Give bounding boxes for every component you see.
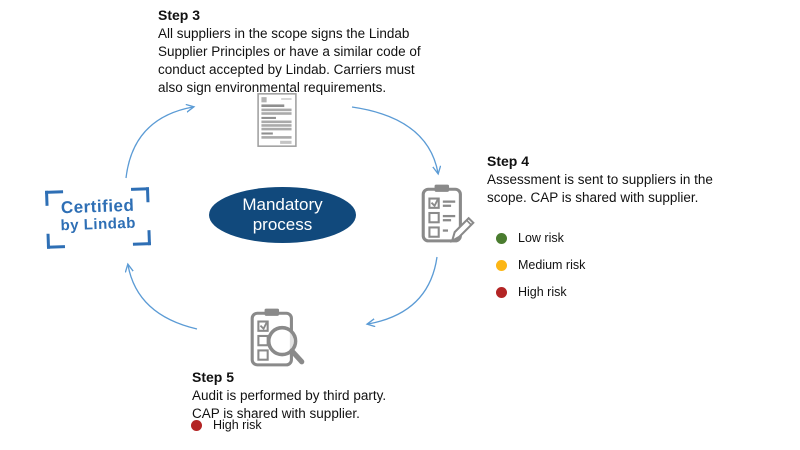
legend-row-medium-risk: Medium risk xyxy=(496,258,586,272)
high-risk-dot-icon xyxy=(191,419,202,431)
legend-label: Low risk xyxy=(518,231,564,245)
step3-block: Step 3 All suppliers in the scope signs … xyxy=(158,6,458,97)
high-risk-dot-icon xyxy=(496,286,507,298)
audit-magnifier-icon xyxy=(248,305,308,374)
signed-document-icon xyxy=(257,93,297,152)
legend-label: High risk xyxy=(213,418,262,432)
step3-title: Step 3 xyxy=(158,7,201,23)
stamp-corner-icon xyxy=(46,233,66,249)
arrow-audit-to-logo xyxy=(128,265,198,330)
step5-block: Step 5 Audit is performed by third party… xyxy=(192,368,452,423)
stamp-corner-icon xyxy=(132,230,151,246)
arrow-document-to-checklist xyxy=(351,106,438,173)
legend-label: High risk xyxy=(518,285,567,299)
risk-legend: Low risk Medium risk High risk xyxy=(496,231,586,299)
mandatory-process-ellipse: Mandatory process xyxy=(209,187,356,243)
step4-body: Assessment is sent to suppliers in the s… xyxy=(487,172,713,205)
mandatory-process-label: Mandatory process xyxy=(242,195,323,234)
legend-row-low-risk: Low risk xyxy=(496,231,585,245)
stamp-text: Certified by Lindab xyxy=(45,196,150,235)
arrow-checklist-to-audit xyxy=(368,256,438,324)
step3-body: All suppliers in the scope signs the Lin… xyxy=(158,26,421,95)
legend-row-high-risk: High risk xyxy=(496,285,585,299)
certified-by-lindab-stamp: Certified by Lindab xyxy=(45,187,151,249)
step5-body: Audit is performed by third party. CAP i… xyxy=(192,388,387,421)
stamp-line2: by Lindab xyxy=(60,214,137,235)
arrow-logo-to-document xyxy=(125,107,193,179)
legend-row-high-risk: High risk xyxy=(191,418,262,432)
legend-label: Medium risk xyxy=(518,258,586,272)
step4-title: Step 4 xyxy=(487,153,530,169)
step5-title: Step 5 xyxy=(192,369,235,385)
step5-risk-legend: High risk xyxy=(191,418,262,432)
step4-block: Step 4 Assessment is sent to suppliers i… xyxy=(487,152,747,207)
assessment-checklist-icon xyxy=(417,181,479,250)
low-risk-dot-icon xyxy=(496,232,507,244)
medium-risk-dot-icon xyxy=(496,259,507,271)
